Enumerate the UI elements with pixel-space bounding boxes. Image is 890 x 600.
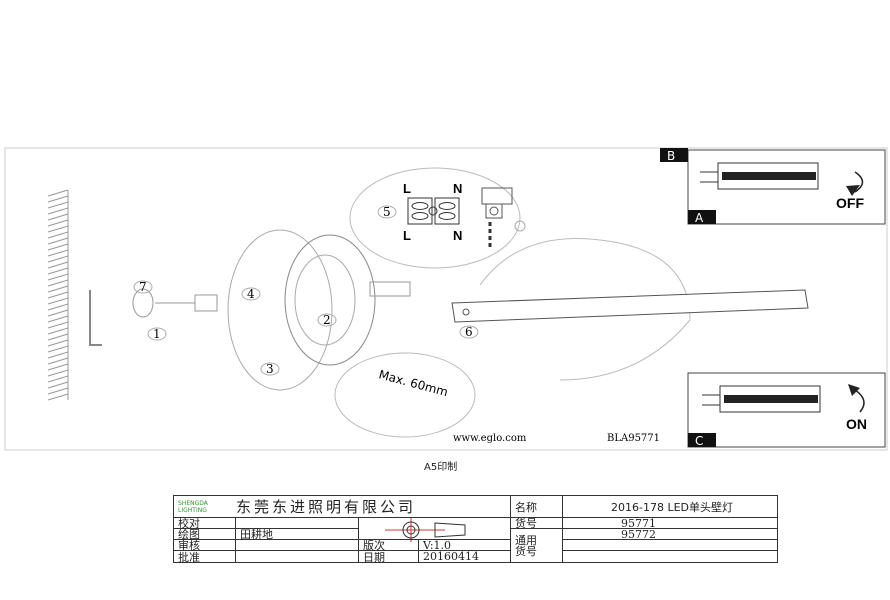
- row-value-approve: [235, 550, 359, 563]
- hatch-line: [47, 387, 69, 395]
- breaker-on-panel: C ON: [687, 372, 886, 448]
- hatch-line: [47, 249, 69, 257]
- label-l-top: L: [403, 181, 411, 196]
- wall-plate: [227, 229, 333, 391]
- company-header: SHENGDA LIGHTING 东莞东进照明有限公司: [173, 495, 511, 518]
- hatch-line: [47, 255, 69, 263]
- panel-a-label: A: [695, 211, 704, 225]
- hatch-line: [47, 351, 69, 359]
- lamp-base: [284, 234, 376, 366]
- date-label: 日期: [358, 550, 419, 564]
- callout-7: 7: [139, 280, 147, 294]
- hatch-line: [47, 333, 69, 341]
- callout-2: 2: [323, 313, 331, 327]
- callout-6: 6: [465, 325, 473, 339]
- hex-key: [89, 290, 102, 346]
- hatch-line: [47, 201, 69, 209]
- hatch-line: [47, 279, 69, 287]
- label-n-top: N: [453, 181, 462, 196]
- hatch-line: [47, 213, 69, 221]
- hatch-line: [47, 381, 69, 389]
- hatch-line: [47, 285, 69, 293]
- hatch-line: [47, 369, 69, 377]
- hatch-line: [47, 321, 69, 329]
- hatch-line: [47, 345, 69, 353]
- name-value: 2016-178 LED单头壁灯: [562, 495, 778, 518]
- company-name: 东莞东进照明有限公司: [236, 498, 417, 516]
- hatch-line: [47, 219, 69, 227]
- hatch-line: [47, 339, 69, 347]
- max-depth-label: Max. 60mm: [377, 367, 449, 399]
- off-label: OFF: [836, 195, 864, 211]
- hatch-line: [47, 315, 69, 323]
- hatch-line: [47, 189, 69, 197]
- lamp-arm: [451, 289, 809, 323]
- common-item-label: 通用货号: [510, 528, 563, 563]
- label-n-bottom: N: [453, 228, 462, 243]
- wiring-detail-circle: [349, 167, 521, 269]
- terminal-block: [407, 197, 460, 225]
- on-label: ON: [846, 416, 867, 432]
- hatch-line: [47, 303, 69, 311]
- company-logo: SHENGDA LIGHTING: [178, 499, 208, 514]
- model-number: BLA95771: [607, 433, 660, 444]
- callout-4: 4: [247, 287, 255, 301]
- hatch-line: [47, 357, 69, 365]
- hatch-line: [47, 243, 69, 251]
- hatch-line: [47, 207, 69, 215]
- website-text: www.eglo.com: [453, 433, 527, 444]
- hatch-line: [47, 297, 69, 305]
- panel-b-label: B: [667, 149, 675, 163]
- hatch-line: [47, 267, 69, 275]
- hatch-line: [47, 231, 69, 239]
- projection-symbol: [385, 518, 466, 542]
- hatch-line: [47, 273, 69, 281]
- lamp-shade: [479, 237, 691, 381]
- hatch-line: [47, 327, 69, 335]
- callout-3: 3: [266, 362, 274, 376]
- hatch-line: [47, 261, 69, 269]
- label-l-bottom: L: [403, 228, 411, 243]
- hatch-line: [47, 291, 69, 299]
- panel-c-label: C: [695, 434, 703, 448]
- breaker-off-panel: B A OFF: [660, 148, 886, 225]
- date-value: 20160414: [418, 550, 511, 563]
- hatch-line: [47, 363, 69, 371]
- callout-1: 1: [153, 327, 161, 341]
- earth-terminal: [481, 187, 526, 250]
- anchor-screw: [132, 288, 218, 318]
- hatch-line: [47, 393, 69, 401]
- max-detail-circle: [334, 352, 476, 438]
- common-item-empty-2: [562, 550, 778, 563]
- hatch-line: [47, 309, 69, 317]
- callout-5: 5: [383, 205, 391, 219]
- callouts: 1 2 3 4 5 6 7: [133, 205, 479, 376]
- wall-hatch: [47, 189, 69, 401]
- drawing-frame: [4, 147, 888, 451]
- row-label-approve: 批准: [173, 550, 236, 564]
- hatch-line: [47, 237, 69, 245]
- hatch-line: [47, 375, 69, 383]
- hatch-line: [47, 195, 69, 203]
- print-note: A5印制: [424, 462, 458, 473]
- hatch-line: [47, 225, 69, 233]
